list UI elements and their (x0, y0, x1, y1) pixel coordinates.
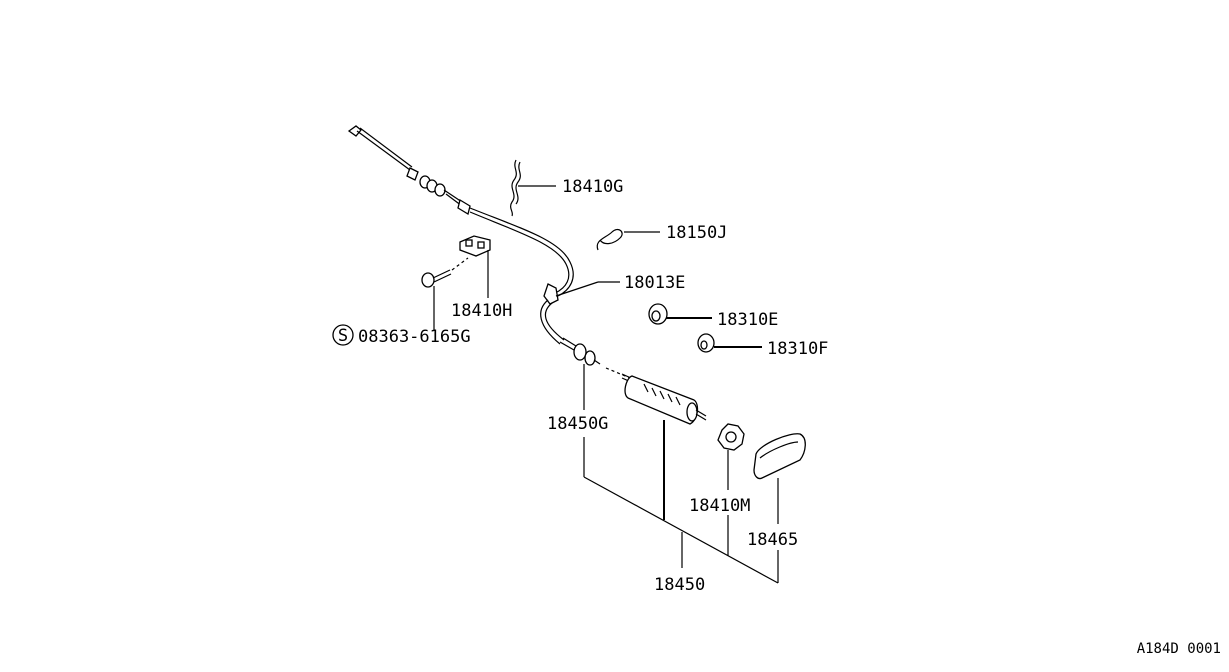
bushing-18310F (697, 333, 715, 353)
nut-18410M (717, 423, 745, 451)
label-18410G: 18410G (562, 177, 623, 197)
bushing-18310E (648, 303, 668, 325)
label-18450: 18450 (654, 575, 705, 595)
bracket-18410H (459, 235, 491, 257)
figure-code: A184D 0001 (1137, 641, 1221, 657)
label-18410M: 18410M (689, 496, 750, 516)
label-18310F: 18310F (767, 339, 828, 359)
label-18013E: 18013E (624, 273, 685, 293)
cable-adjuster (605, 367, 707, 425)
s-symbol-letter: S (338, 326, 348, 346)
leader-lines (433, 185, 779, 584)
accelerator-cable (347, 125, 601, 366)
label-08363-6165G: 08363-6165G (358, 327, 471, 347)
label-18150J: 18150J (666, 223, 727, 243)
pedal-pad-18465 (753, 433, 806, 480)
wire-clip-18410G (509, 159, 521, 217)
clip-18150J (596, 228, 623, 251)
label-18310E: 18310E (717, 310, 778, 330)
screw-08363 (421, 257, 469, 288)
label-18465: 18465 (747, 530, 798, 550)
s-symbol: S (332, 324, 354, 346)
label-18450G: 18450G (547, 414, 608, 434)
label-18410H: 18410H (451, 301, 512, 321)
